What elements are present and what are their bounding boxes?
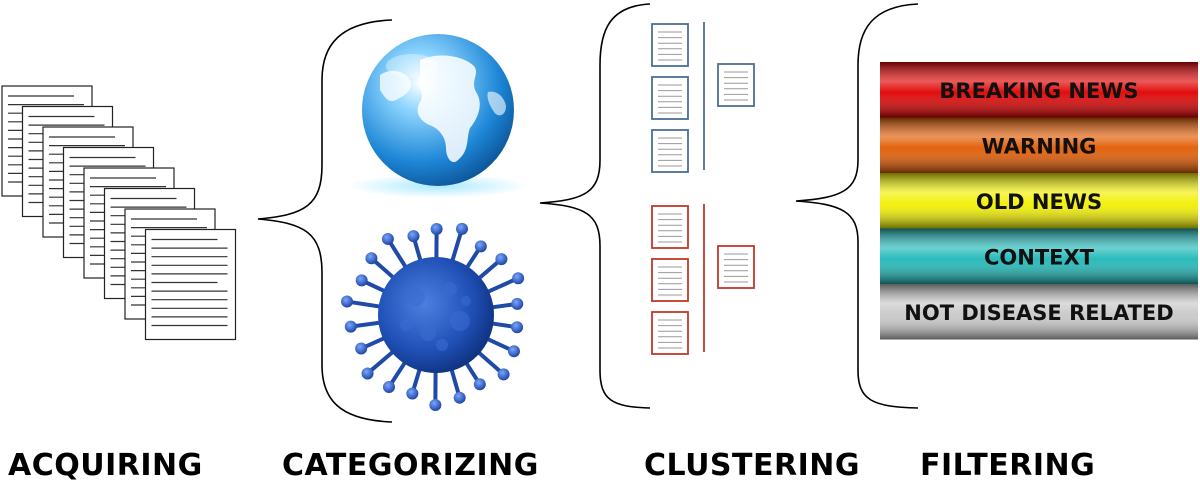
filter-label: CONTEXT [984,245,1095,269]
cluster-representative-document [717,63,755,107]
cluster-member-document [651,129,689,173]
filter-bar: NOT DISEASE RELATED [880,284,1198,340]
virus-icon [341,222,525,411]
cluster-group [651,204,755,355]
cluster-member-document [651,23,689,67]
filter-label: BREAKING NEWS [939,79,1138,103]
filter-label: NOT DISEASE RELATED [904,301,1173,325]
brace-filtering [795,3,919,409]
brace-clustering [539,3,651,409]
filter-label: WARNING [982,134,1097,158]
stage-label-filtering: FILTERING [920,448,1096,483]
filter-stack: BREAKING NEWS WARNING OLD NEWS CONTEXT NOT D… [880,62,1198,340]
filter-bar: WARNING [880,117,1198,173]
brace-categorizing [257,19,393,423]
globe-icon [348,34,528,198]
cluster-group [651,22,755,173]
document-page [144,228,237,341]
filter-bar: BREAKING NEWS [880,62,1198,118]
cluster-member-document [651,76,689,120]
filter-bar: CONTEXT [880,228,1198,284]
cluster-member-document [651,258,689,302]
cluster-representative-document [717,245,755,289]
cluster-member-document [651,311,689,355]
document-stack [1,85,237,341]
filter-label: OLD NEWS [976,190,1102,214]
filter-bar: OLD NEWS [880,173,1198,229]
stage-label-clustering: CLUSTERING [644,448,860,483]
cluster-member-document [651,205,689,249]
clusters [651,22,755,355]
stage-label-acquiring: ACQUIRING [8,448,203,483]
stage-label-categorizing: CATEGORIZING [282,448,539,483]
